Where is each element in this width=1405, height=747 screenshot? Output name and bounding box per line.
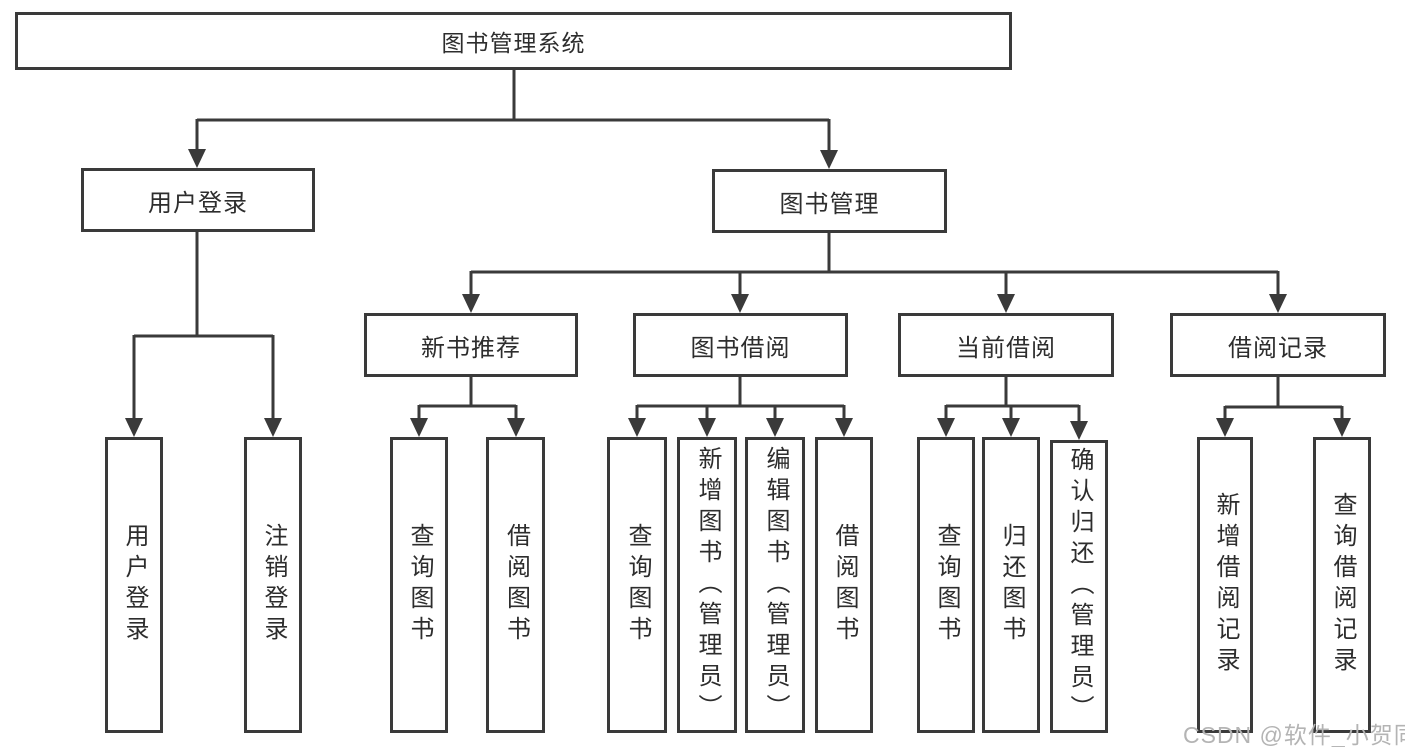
leaf-logout-login: 注销登录 — [244, 437, 302, 733]
leaf-query-books-recommend: 查询图书 — [390, 437, 448, 733]
leaf-borrow-books-recommend: 借阅图书 — [486, 437, 545, 733]
leaf-label: 查询图书 — [933, 523, 960, 647]
arrowheads — [125, 149, 1351, 440]
node-label: 新书推荐 — [421, 334, 521, 362]
leaf-return-books: 归还图书 — [982, 437, 1040, 733]
leaf-label: 查询借阅记录 — [1329, 492, 1356, 678]
node-current-borrowing: 当前借阅 — [898, 313, 1114, 377]
leaf-add-books-admin: 新增图书（管理员） — [677, 437, 737, 733]
leaf-label: 编辑图书（管理员） — [762, 445, 789, 725]
leaf-query-borrowing-record: 查询借阅记录 — [1313, 437, 1371, 733]
leaf-label: 借阅图书 — [502, 523, 530, 647]
leaf-label: 查询图书 — [406, 523, 433, 647]
watermark: CSDN @软件_小贺同学 — [1183, 722, 1405, 747]
leaf-label: 借阅图书 — [831, 523, 858, 647]
node-borrowing-records: 借阅记录 — [1170, 313, 1386, 377]
leaf-label: 查询图书 — [624, 523, 651, 647]
leaf-user-login: 用户登录 — [105, 437, 163, 733]
leaf-confirm-return-admin: 确认归还（管理员） — [1050, 440, 1108, 733]
leaf-query-books-current: 查询图书 — [917, 437, 975, 733]
leaf-query-books-borrowing: 查询图书 — [607, 437, 667, 733]
leaf-label: 归还图书 — [998, 523, 1025, 647]
leaf-label: 新增图书（管理员） — [694, 445, 721, 725]
node-user-login: 用户登录 — [81, 168, 315, 232]
node-label: 借阅记录 — [1228, 334, 1328, 362]
node-label: 用户登录 — [148, 189, 248, 217]
leaf-label: 注销登录 — [260, 523, 287, 647]
leaf-label: 用户登录 — [121, 523, 148, 647]
node-book-borrowing: 图书借阅 — [633, 313, 848, 377]
leaf-add-borrowing-record: 新增借阅记录 — [1197, 437, 1253, 733]
node-label: 图书借阅 — [690, 334, 791, 362]
node-label: 图书管理 — [779, 190, 880, 218]
leaf-edit-books-admin: 编辑图书（管理员） — [745, 437, 805, 733]
node-label: 图书管理系统 — [441, 30, 586, 56]
connector-segments — [132, 70, 1344, 423]
node-new-book-recommendation: 新书推荐 — [364, 313, 578, 377]
node-label: 当前借阅 — [956, 334, 1056, 362]
leaf-borrow-books-borrowing: 借阅图书 — [815, 437, 873, 733]
node-library-management-system: 图书管理系统 — [15, 12, 1012, 70]
leaf-label: 新增借阅记录 — [1212, 492, 1239, 678]
node-book-management: 图书管理 — [712, 169, 947, 233]
leaf-label: 确认归还（管理员） — [1066, 447, 1093, 726]
